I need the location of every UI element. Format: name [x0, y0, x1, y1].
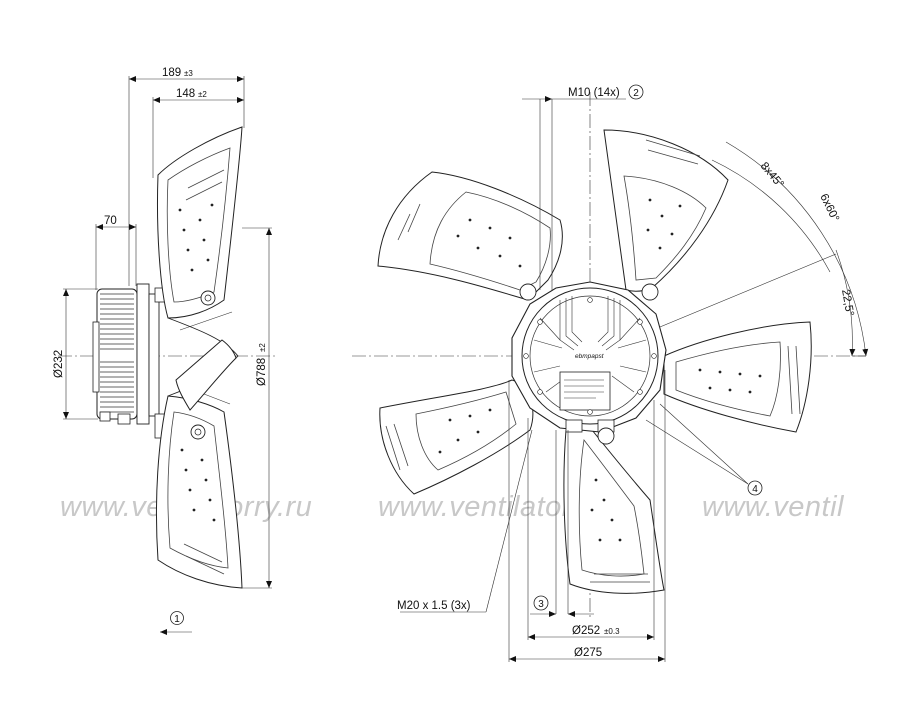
front-view: 8x45° 6x60° 22,5°	[352, 84, 869, 662]
side-blade-lower	[155, 395, 243, 589]
dim-275-label: Ø275	[574, 647, 602, 659]
dim-788-label: Ø788	[256, 358, 268, 386]
hub-brand-label: ebmpapst	[575, 353, 605, 360]
fan-blade-lower-left	[379, 379, 534, 495]
fan-blade-right	[663, 321, 812, 433]
fan-blade-upper-left	[377, 171, 563, 301]
dim-148-label: 148	[176, 88, 195, 100]
callout-4-label: 4	[752, 484, 758, 495]
side-view: 189 ±3 148 ±2 70 Ø232 Ø788 ±2 1	[53, 67, 278, 635]
dim-232-label: Ø232	[53, 350, 65, 378]
side-blade-upper	[156, 126, 243, 319]
angle-6x60-label: 6x60°	[817, 192, 841, 224]
callout-2-circle	[628, 84, 644, 100]
angle-8x45-label: 8x45°	[758, 160, 786, 190]
dim-70-label: 70	[104, 215, 117, 227]
motor-body	[92, 283, 166, 439]
fan-blades	[377, 129, 812, 594]
m10-label: M10 (14x)	[568, 87, 620, 99]
watermark-text-3: www.ventil	[702, 491, 845, 523]
dim-148-tol: ±2	[198, 90, 207, 99]
fan-blade-upper-right	[603, 129, 729, 292]
dim-252-label: Ø252	[572, 625, 600, 637]
dim-252-tol: ±0.3	[604, 627, 620, 636]
dim-189-label: 189	[162, 67, 181, 79]
dim-788-tol: ±2	[258, 343, 267, 352]
callout-1-circle	[170, 611, 184, 625]
callout-4-circle	[747, 480, 763, 496]
callout-4-leader-2	[645, 419, 749, 485]
angle-22-5-label: 22,5°	[839, 288, 856, 317]
callout-3-circle	[533, 595, 549, 611]
m20-label: M20 x 1.5 (3x)	[397, 600, 471, 612]
callout-4-leader	[659, 403, 749, 485]
callout-2-label: 2	[633, 88, 639, 99]
angle-arcs	[589, 141, 869, 357]
fan-blade-lower-right	[563, 419, 665, 594]
fan-hub: ebmpapst	[511, 281, 667, 445]
callout-1-label: 1	[174, 614, 180, 625]
dim-189-tol: ±3	[184, 69, 193, 78]
callout-3-label: 3	[538, 599, 544, 610]
side-blade-mid	[175, 339, 237, 411]
